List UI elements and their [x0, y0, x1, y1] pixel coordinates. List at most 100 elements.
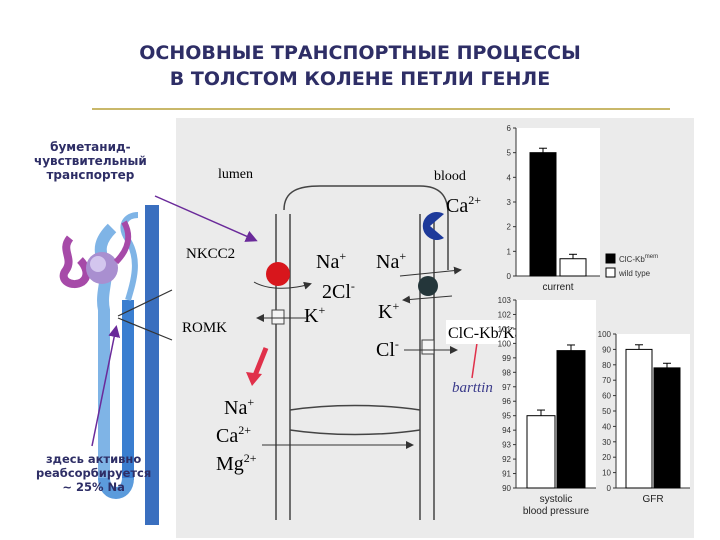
- chart-1-ytick-label: 95: [502, 412, 511, 421]
- ion-cl-basolateral: Cl-: [376, 337, 399, 361]
- chart-1-ytick-label: 100: [498, 339, 512, 348]
- charts-group: 0123456currentClC-Kbmemwild type90919293…: [498, 124, 690, 517]
- chart-1-ytick-label: 94: [502, 426, 511, 435]
- chart-2-xlabel: GFR: [642, 494, 663, 505]
- ion-na-paracellular: Na+: [224, 395, 254, 419]
- chart-1-bar: [527, 416, 555, 488]
- chart-2-ytick-label: 0: [607, 484, 612, 493]
- chart-1-ytick-label: 99: [502, 354, 511, 363]
- ion-cl-basolateral-text: Cl: [376, 339, 395, 361]
- chart-0-xlabel: current: [542, 282, 573, 293]
- ion-k-basolateral-sup: +: [392, 299, 399, 313]
- chart-2-ytick-label: 100: [598, 330, 612, 339]
- chart-0-legend-sup: mem: [645, 254, 658, 260]
- chart-1-ytick-label: 96: [502, 397, 511, 406]
- clc-channel: [422, 340, 434, 354]
- ion-mg-paracellular-text: Mg: [216, 453, 244, 475]
- chart-0-legend-label: ClC-Kbmem: [619, 254, 658, 264]
- romk-channel: [272, 310, 284, 324]
- cell-schematic: lumen blood NKCC2 ROMK ClC-Kb/Ka barttin…: [92, 167, 552, 520]
- chart-0-bar: [560, 259, 586, 276]
- ion-k-apical: K+: [304, 303, 325, 327]
- chart-1-ytick-label: 101: [498, 325, 512, 334]
- chart-1-ytick-label: 98: [502, 368, 511, 377]
- ion-ca-paracellular: Ca2+: [216, 423, 251, 447]
- bumetanide-note: буметанид- чувствительный транспортер: [34, 140, 147, 182]
- chart-0-ytick-label: 1: [507, 247, 512, 256]
- ion-na-basolateral: Na+: [376, 249, 406, 273]
- na-flow-arrow-head: [246, 372, 262, 386]
- chart-1-bar: [557, 351, 585, 488]
- romk-label: ROMK: [182, 320, 227, 336]
- chart-0-legend-swatch: [606, 268, 615, 277]
- glomerulus-vessel: [64, 238, 87, 284]
- na-export-arrow: [400, 270, 460, 276]
- ion-na-paracellular-sup: +: [247, 395, 254, 409]
- ion-2cl-text: 2Cl: [322, 281, 351, 303]
- chart-0-legend-swatch: [606, 254, 615, 263]
- ion-k-apical-text: K: [304, 305, 319, 327]
- nkcc2-channel: [266, 262, 290, 286]
- chart-2-ytick-label: 50: [602, 407, 611, 416]
- chart-1-ytick-label: 90: [502, 484, 511, 493]
- ion-2cl: 2Cl-: [322, 279, 355, 303]
- chart-1-ytick-label: 97: [502, 383, 511, 392]
- chart-2-ytick-label: 30: [602, 438, 611, 447]
- ion-ca-blood-text: Ca: [446, 195, 468, 217]
- chart-0-legend-label: wild type: [618, 269, 651, 278]
- chart-2-ytick-label: 80: [602, 361, 611, 370]
- lumen-label: lumen: [218, 167, 253, 182]
- chart-2-bar: [654, 368, 680, 488]
- chart-0-ytick-label: 2: [507, 223, 512, 232]
- ion-ca-blood-sup: 2+: [468, 193, 481, 207]
- chart-1-ytick-label: 102: [498, 310, 512, 319]
- barttin-label: barttin: [452, 380, 493, 396]
- chart-0-ytick-label: 5: [507, 149, 512, 158]
- ion-mg-paracellular: Mg2+: [216, 451, 257, 475]
- ion-na-apical-text: Na: [316, 251, 339, 273]
- chart-1-ytick-label: 93: [502, 441, 511, 450]
- ion-na-apical: Na+: [316, 249, 346, 273]
- ion-ca-paracellular-text: Ca: [216, 425, 238, 447]
- ion-cl-basolateral-sup: -: [395, 337, 399, 351]
- chart-2-ytick-label: 60: [602, 392, 611, 401]
- bumetanide-note-line-1: буметанид-: [34, 140, 147, 154]
- ion-na-paracellular-text: Na: [224, 397, 247, 419]
- chart-2-ytick-label: 40: [602, 422, 611, 431]
- ion-ca-blood: Ca2+: [446, 193, 481, 217]
- chart-0-bar: [530, 153, 556, 276]
- chart-2-ytick-label: 70: [602, 376, 611, 385]
- chart-1-ytick-label: 103: [498, 296, 512, 305]
- chart-2-ytick-label: 20: [602, 453, 611, 462]
- chart-0-ytick-label: 3: [507, 198, 512, 207]
- ion-k-apical-sup: +: [318, 303, 325, 317]
- chart-1-xlabel: systolic: [540, 494, 573, 505]
- chart-0-ytick-label: 0: [507, 272, 512, 281]
- bumetanide-note-line-2: чувствительный: [34, 154, 147, 168]
- chart-0-ytick-label: 6: [507, 124, 512, 133]
- bumetanide-note-line-3: транспортер: [34, 168, 147, 182]
- glomerulus-highlight: [90, 256, 106, 272]
- reabsorption-note-line-1: здесь активно: [36, 452, 151, 466]
- chart-2-ytick-label: 10: [602, 469, 611, 478]
- basolateral-channel-dark: [418, 276, 438, 296]
- chart-2-ytick-label: 90: [602, 345, 611, 354]
- reabsorption-note-line-3: ~ 25% Na: [36, 480, 151, 494]
- ion-2cl-sup: -: [351, 279, 355, 293]
- chart-1-xlabel: blood pressure: [523, 506, 590, 517]
- chart-0-ytick-label: 4: [507, 173, 512, 182]
- ion-na-apical-sup: +: [339, 249, 346, 263]
- chart-0-plot-area: [516, 128, 600, 276]
- reabsorption-note: здесь активно реабсорбируется ~ 25% Na: [36, 452, 151, 494]
- ion-na-basolateral-text: Na: [376, 251, 399, 273]
- ion-k-basolateral-text: K: [378, 301, 393, 323]
- ion-mg-paracellular-sup: 2+: [244, 451, 257, 465]
- ion-ca-paracellular-sup: 2+: [238, 423, 251, 437]
- tight-junction-upper: [290, 406, 420, 411]
- nkcc2-label: NKCC2: [186, 246, 235, 262]
- k-basolateral-arrow: [404, 296, 452, 300]
- tight-junction-lower: [290, 430, 420, 435]
- blood-label: blood: [434, 169, 466, 184]
- bumetanide-pointer: [155, 196, 255, 240]
- chart-1-ytick-label: 92: [502, 455, 511, 464]
